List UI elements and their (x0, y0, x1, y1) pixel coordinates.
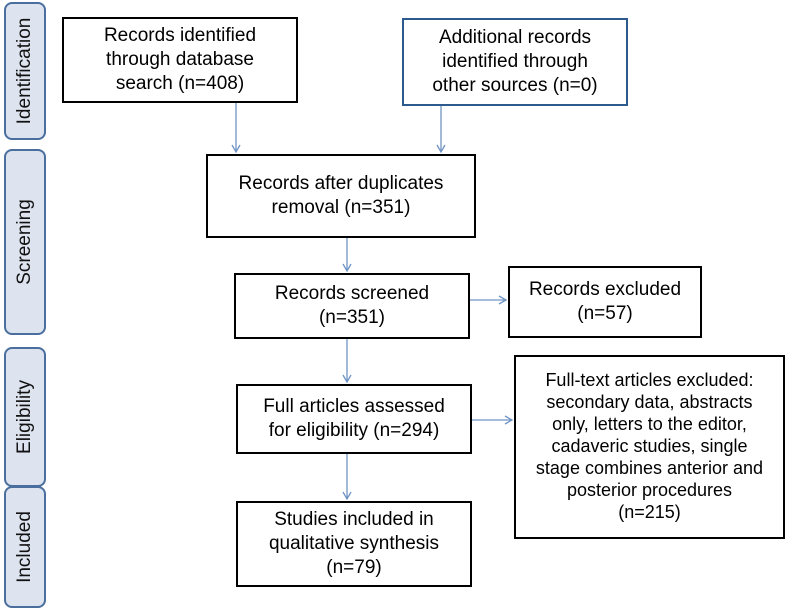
box-records-screened-text: Records screened (n=351) (274, 283, 430, 328)
box-other-sources: Additional records identified through ot… (402, 18, 628, 106)
box-duplicates-removed-text: Records after duplicates removal (n=351) (238, 173, 444, 218)
box-database-search-text: Records identified through database sear… (103, 25, 257, 94)
phase-screening-label: Screening (14, 199, 35, 285)
box-studies-included-text: Studies included in qualitative synthesi… (268, 509, 440, 578)
phase-eligibility-label: Eligibility (14, 380, 35, 454)
box-other-sources-text: Additional records identified through ot… (432, 27, 598, 96)
phase-identification: Identification (4, 2, 46, 140)
phase-identification-label: Identification (14, 17, 35, 125)
box-records-excluded: Records excluded (n=57) (508, 266, 702, 338)
phase-screening: Screening (4, 149, 46, 335)
phase-included-label: Included (14, 511, 35, 583)
box-fulltext-excluded-text: Full-text articles excluded: secondary d… (535, 370, 764, 522)
box-database-search: Records identified through database sear… (62, 17, 298, 103)
box-studies-included: Studies included in qualitative synthesi… (236, 501, 472, 587)
box-full-articles-assessed: Full articles assessed for eligibility (… (236, 384, 472, 454)
box-fulltext-excluded: Full-text articles excluded: secondary d… (514, 355, 785, 539)
phase-included: Included (4, 486, 46, 608)
box-records-excluded-text: Records excluded (n=57) (528, 279, 682, 324)
phase-eligibility: Eligibility (4, 347, 46, 487)
box-full-articles-assessed-text: Full articles assessed for eligibility (… (263, 396, 445, 441)
box-records-screened: Records screened (n=351) (234, 273, 470, 339)
box-duplicates-removed: Records after duplicates removal (n=351) (206, 154, 476, 238)
